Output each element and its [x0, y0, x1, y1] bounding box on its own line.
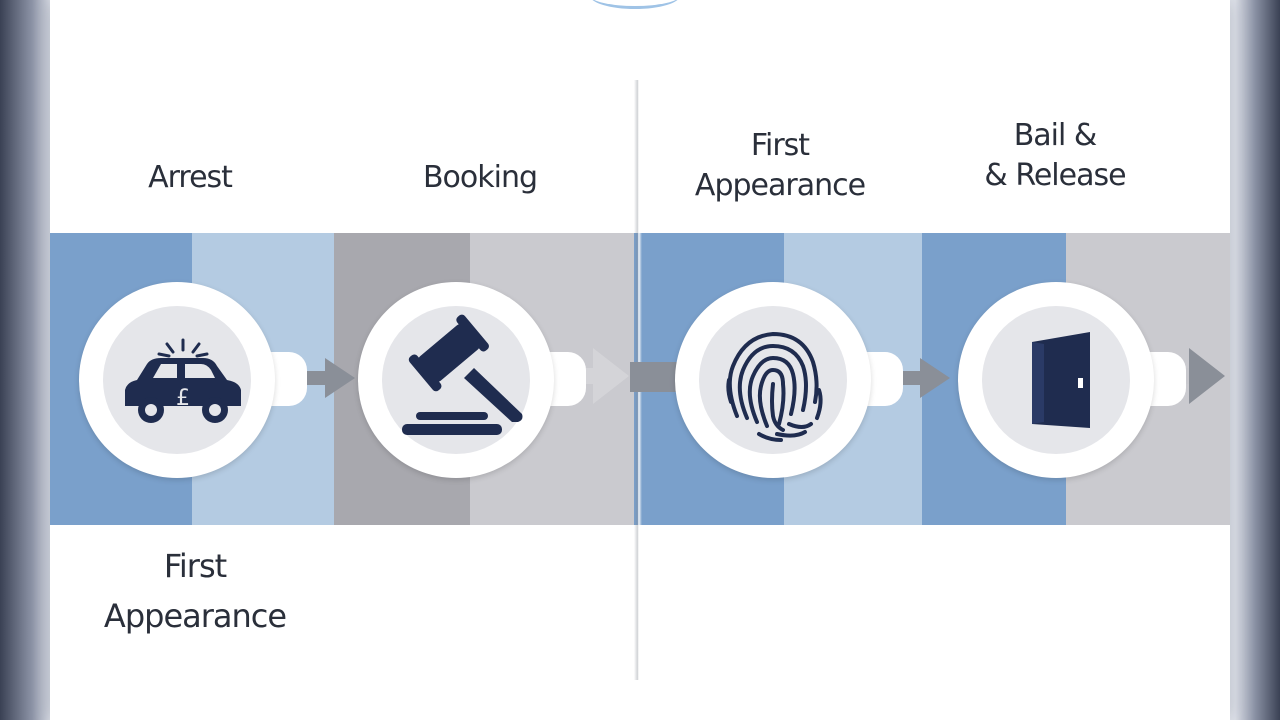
- gavel-icon: [402, 314, 523, 435]
- label-bail-release: Bail & & Release: [984, 118, 1126, 193]
- fingerprint-icon: [726, 331, 823, 442]
- door-icon: [1032, 332, 1090, 428]
- stage-booking: [358, 282, 598, 522]
- top-arc-decoration: [590, 0, 680, 9]
- stage-arrest: £: [79, 282, 319, 522]
- label-arrest: Arrest: [148, 160, 233, 195]
- label-first-appearance-bottom: First Appearance: [103, 547, 287, 635]
- label-first-appearance-top: First Appearance: [694, 128, 866, 203]
- stage-first-appearance: [675, 282, 915, 522]
- icon-ring: [675, 282, 871, 478]
- police-car-icon: £: [125, 338, 241, 423]
- connector-arrow: [630, 362, 680, 392]
- stage-bail-release: [958, 282, 1198, 522]
- label-booking: Booking: [422, 160, 538, 195]
- svg-text:£: £: [176, 386, 190, 411]
